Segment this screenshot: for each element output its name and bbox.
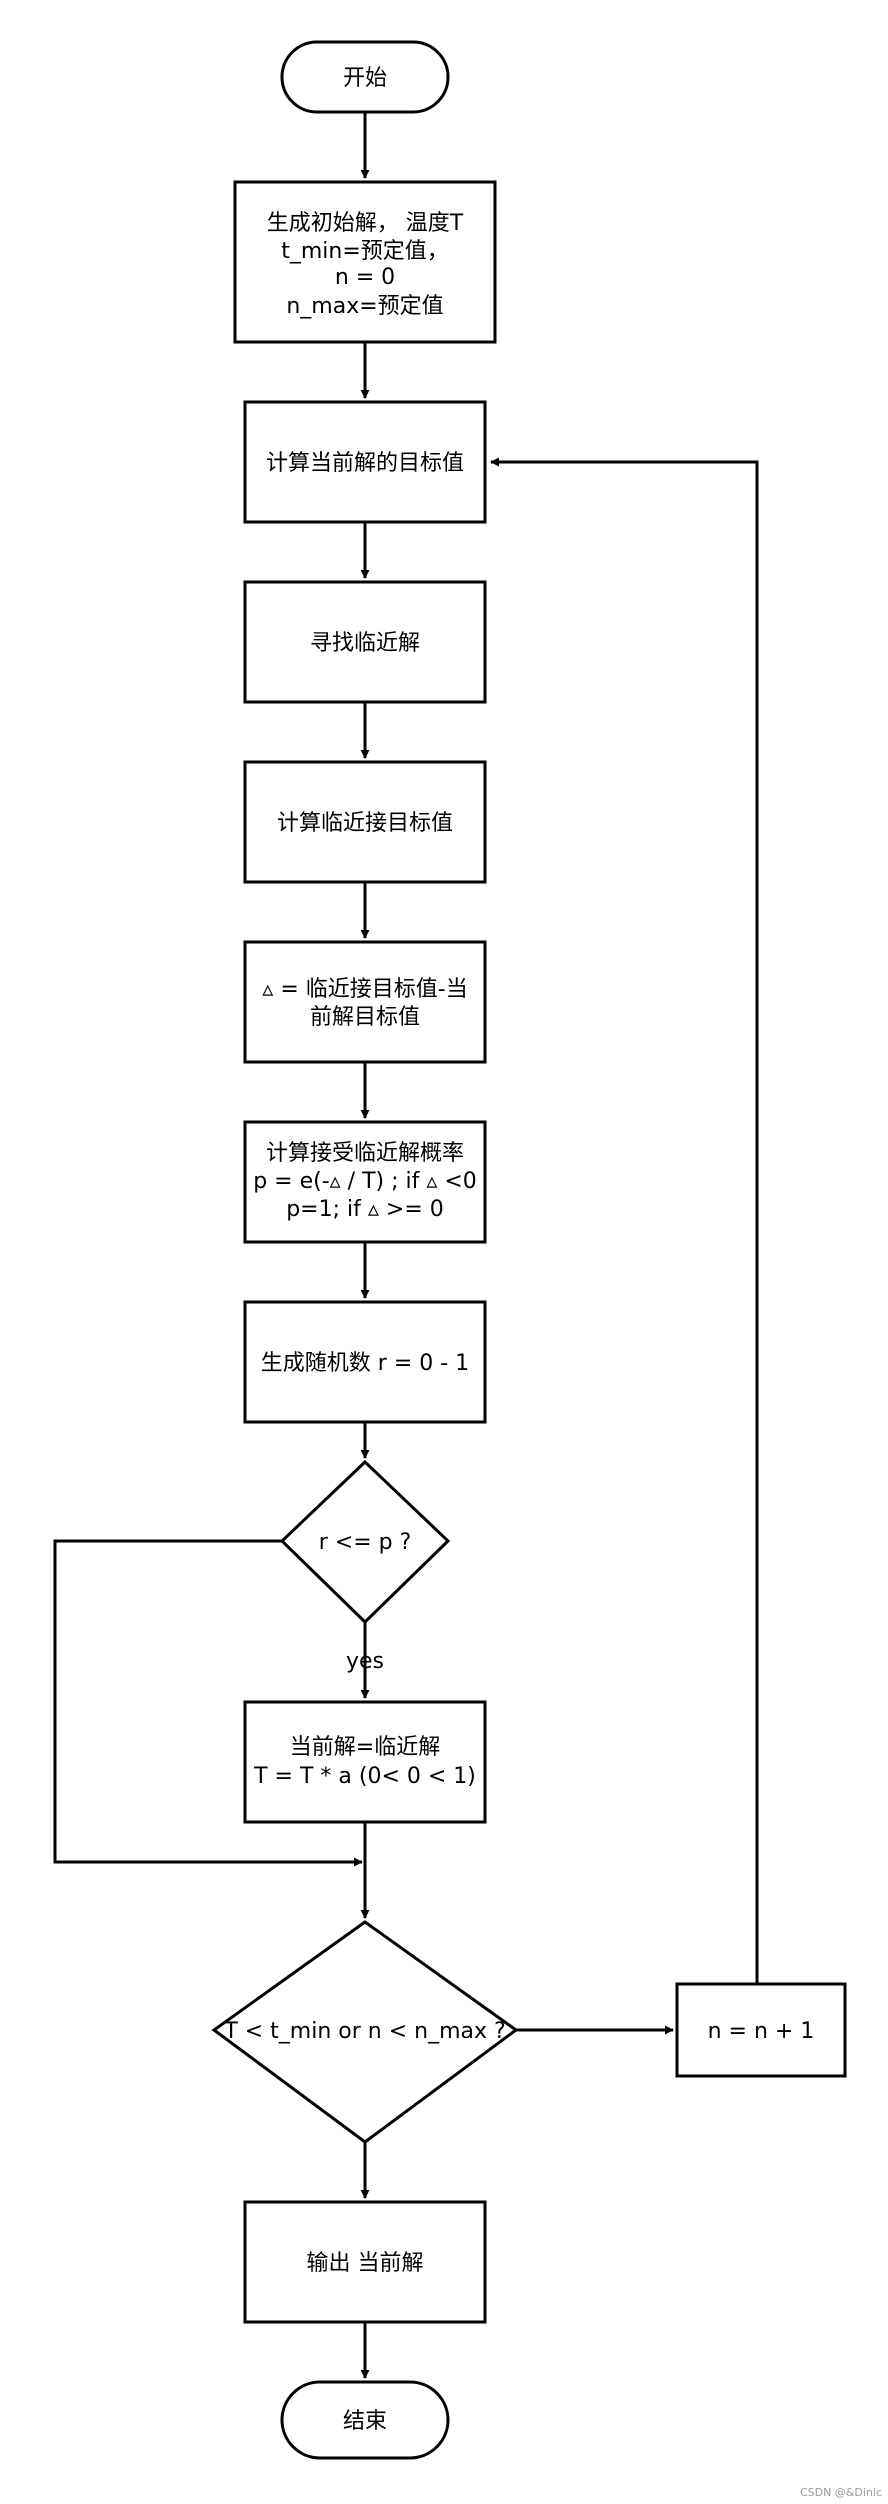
random-label: 生成随机数 r = 0 - 1 (261, 1351, 469, 1376)
end-label: 结束 (343, 2409, 387, 2434)
start-terminal (280, 40, 450, 114)
output-process (243, 2200, 487, 2324)
accept-process (243, 1700, 487, 1824)
calc-current-process (243, 400, 487, 524)
decision-loop-diamond (211, 1920, 519, 2144)
delta-label-line-1: ▵ = 临近接目标值-当 (262, 977, 467, 1002)
calc-neighbor-label: 计算临近接目标值 (277, 811, 453, 836)
labels: 开始 生成初始解， 温度T t_min=预定值， n = 0 n_max=预定值… (223, 66, 814, 2434)
delta-label-line-2: 前解目标值 (310, 1005, 420, 1030)
prob-label-line-2: p = e(-▵ / T) ; if ▵ <0 (253, 1169, 477, 1194)
prob-label-line-3: p=1; if ▵ >= 0 (286, 1197, 444, 1222)
edges (53, 112, 759, 2379)
calc-current-label: 计算当前解的目标值 (266, 451, 464, 476)
prob-process (243, 1120, 487, 1244)
increment-label: n = n + 1 (708, 2019, 815, 2044)
prob-label-line-1: 计算接受临近解概率 (266, 1141, 464, 1166)
decision-loop-label: T < t_min or n < n_max ? (223, 2019, 505, 2044)
init-label-line-4: n_max=预定值 (286, 294, 443, 319)
calc-neighbor-process (243, 760, 487, 884)
start-label: 开始 (343, 66, 387, 91)
watermark: CSDN @&Dinic (800, 2486, 882, 2499)
decision-p-label: r <= p ? (319, 1530, 412, 1555)
edge-increment-loop-back (490, 457, 759, 1984)
init-process (233, 180, 497, 344)
end-terminal (280, 2380, 450, 2460)
output-label: 输出 当前解 (307, 2251, 424, 2276)
accept-label-line-1: 当前解=临近解 (290, 1735, 440, 1760)
find-neighbor-label: 寻找临近解 (310, 631, 420, 656)
delta-process (243, 940, 487, 1064)
init-label-line-2: t_min=预定值， (281, 239, 449, 264)
init-label-line-1: 生成初始解， 温度T (267, 211, 464, 236)
decision-p-diamond (279, 1459, 451, 1625)
init-label-line-3: n = 0 (335, 265, 395, 290)
edge-label-yes: yes (346, 1649, 384, 1674)
increment-process (675, 1982, 847, 2078)
edge-decision-p-no-bypass (53, 1539, 363, 1867)
nodes (211, 40, 847, 2460)
find-neighbor-process (243, 580, 487, 704)
random-process (243, 1300, 487, 1424)
accept-label-line-2: T = T * a (0< 0 < 1) (253, 1764, 476, 1789)
